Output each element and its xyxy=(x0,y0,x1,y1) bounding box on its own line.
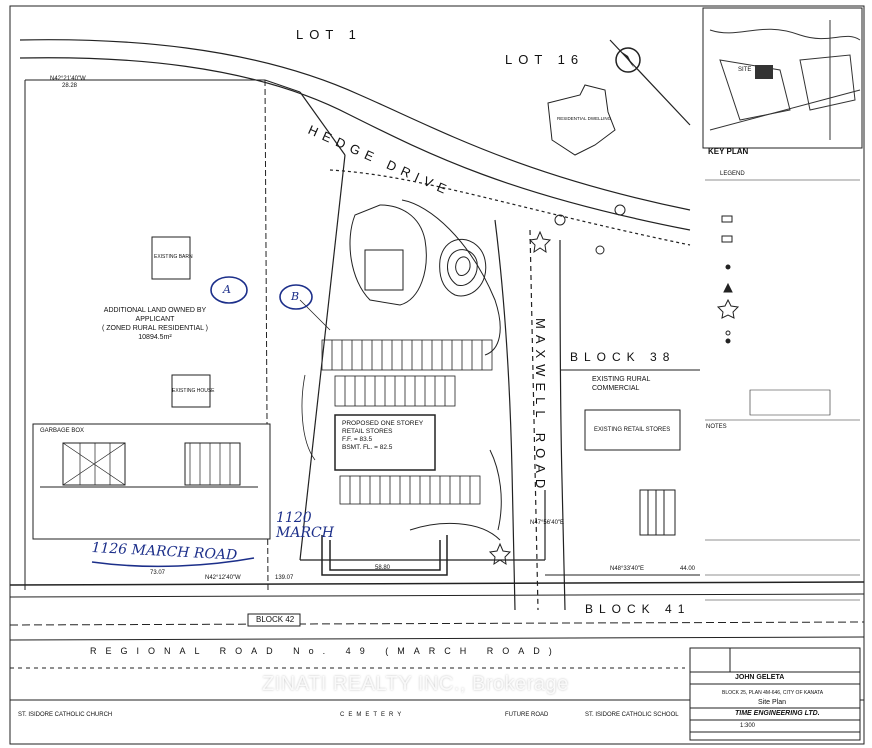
handwritten-1120: 1120 MARCH xyxy=(276,511,334,541)
existing-barn xyxy=(151,236,191,280)
regional-road xyxy=(9,581,865,701)
parking-stalls xyxy=(299,299,493,505)
additional-land-line-3: ( ZONED RURAL RESIDENTIAL ) xyxy=(101,325,209,332)
title-firm: TIME ENGINEERING LTD. xyxy=(735,710,820,717)
title-description: BLOCK 25, PLAN 4M-646, CITY OF KANATA xyxy=(722,690,824,696)
dimension-4: 44.00 xyxy=(680,566,696,572)
hedge-drive-road xyxy=(19,39,691,246)
church-label: ST. ISIDORE CATHOLIC CHURCH xyxy=(18,712,113,718)
handwritten-underline xyxy=(91,557,255,568)
block-38-label: BLOCK 38 xyxy=(570,350,676,364)
proposed-stores-text: PROPOSED ONE STOREY RETAIL STORES F.F. =… xyxy=(342,420,423,452)
existing-commercial-text: EXISTING RURAL COMMERCIAL xyxy=(592,375,650,393)
legend-title: LEGEND xyxy=(720,171,745,177)
handwritten-1120-line-2: MARCH xyxy=(276,525,334,541)
block-41-features xyxy=(639,489,676,536)
star-markers xyxy=(488,230,552,566)
existing-house xyxy=(171,374,211,408)
existing-barn-label: EXISTING BARN xyxy=(154,254,193,260)
additional-land-line-2: APPLICANT xyxy=(135,316,175,323)
proposed-stores-line-4: BSMT. FL. = 82.5 xyxy=(342,444,393,451)
notes-title: NOTES xyxy=(706,424,727,430)
block-38-parcel xyxy=(560,369,700,451)
block-42-box xyxy=(247,613,301,627)
future-road-label: FUTURE ROAD xyxy=(505,712,549,718)
residential-dwelling-label: RESIDENTIAL DWELLING xyxy=(557,116,612,121)
dimension-2: 73.07 xyxy=(150,570,166,576)
garbage-box-detail xyxy=(32,423,271,540)
dimension-bearing-1: N42°21'40"W xyxy=(50,76,86,82)
proposed-retail-building xyxy=(334,414,436,471)
lot-16-label: LOT 16 xyxy=(505,52,585,67)
legend-column xyxy=(705,179,860,601)
north-arrow-icon xyxy=(609,39,691,126)
additional-land-text: ADDITIONAL LAND OWNED BY APPLICANT ( ZON… xyxy=(80,306,230,342)
proposed-stores-line-1: PROPOSED ONE STOREY xyxy=(342,420,424,427)
circle-a-label: A xyxy=(223,283,231,296)
block-42-label: BLOCK 42 xyxy=(256,615,295,624)
additional-land-line-4: 10894.5m² xyxy=(138,334,172,341)
title-block xyxy=(689,647,861,741)
regional-road-label: REGIONAL ROAD No. 49 (MARCH ROAD) xyxy=(90,646,561,656)
additional-land-line-1: ADDITIONAL LAND OWNED BY xyxy=(103,307,207,314)
existing-commercial-line-2: COMMERCIAL xyxy=(592,385,640,392)
handwritten-circles xyxy=(210,276,313,310)
trees xyxy=(554,204,626,255)
block-41-label: BLOCK 41 xyxy=(585,602,691,616)
title-scale: 1:300 xyxy=(740,723,756,729)
school-label: ST. ISIDORE CATHOLIC SCHOOL xyxy=(585,712,679,718)
dimension-bearing-4: N47°56'40"E xyxy=(530,520,565,526)
key-plan-label: KEY PLAN xyxy=(708,147,749,156)
maxwell-road xyxy=(494,219,566,611)
cemetery-label: CEMETERY xyxy=(340,712,406,718)
title-owner: JOHN GELETA xyxy=(735,674,785,681)
title-drawing: Site Plan xyxy=(758,699,787,706)
key-plan-box xyxy=(702,7,863,149)
handwritten-1120-line-1: 1120 xyxy=(276,510,312,526)
site-label: SITE xyxy=(738,67,752,73)
dimension-5: 58.80 xyxy=(375,565,391,571)
legend-symbols xyxy=(716,215,740,344)
landscape-mounds xyxy=(401,199,502,541)
dimension-bearing-3: N48°33'40"E xyxy=(610,566,645,572)
maxwell-road-label: MAXWELL ROAD xyxy=(533,318,548,495)
brokerage-watermark: ZINATI REALTY INC., Brokerage xyxy=(262,673,569,695)
dimension-bearing-2: N42°12'40"W xyxy=(205,575,241,581)
existing-house-label: EXISTING HOUSE xyxy=(172,388,215,394)
proposed-stores-line-3: F.F. = 83.5 xyxy=(342,436,373,443)
dimension-3: 139.07 xyxy=(275,575,294,581)
residential-dwelling-outline xyxy=(547,84,616,156)
site-boundary xyxy=(299,91,546,561)
existing-commercial-line-1: EXISTING RURAL xyxy=(592,376,651,383)
dimension-1: 28.28 xyxy=(62,83,78,89)
sign-structure xyxy=(321,535,448,576)
existing-retail-label: EXISTING RETAIL STORES xyxy=(594,427,671,433)
garbage-box-label: GARBAGE BOX xyxy=(40,428,85,434)
septic-bed xyxy=(349,204,427,306)
circle-b-label: B xyxy=(291,290,300,303)
lot-1-label: LOT 1 xyxy=(296,27,362,42)
proposed-stores-line-2: RETAIL STORES xyxy=(342,428,393,435)
